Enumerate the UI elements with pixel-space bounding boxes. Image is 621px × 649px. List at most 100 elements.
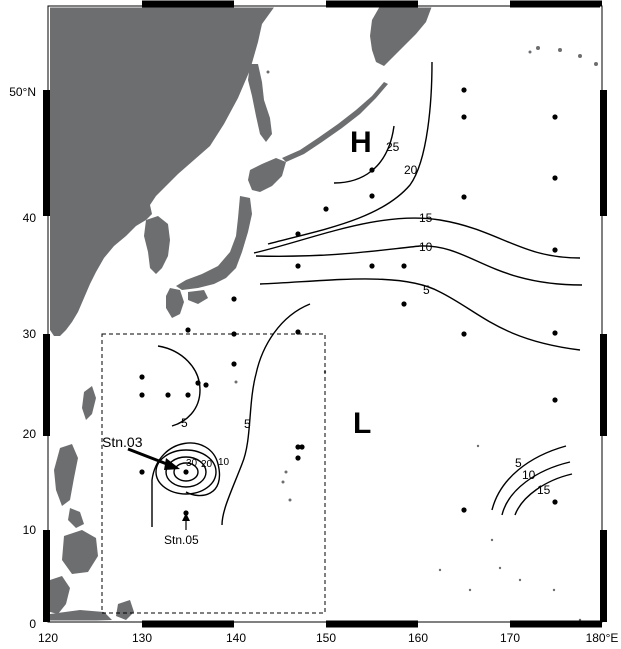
station-dot bbox=[139, 469, 145, 475]
map-frame bbox=[43, 0, 607, 628]
station-dot bbox=[203, 382, 209, 388]
eddy-label-20: 20 bbox=[201, 459, 213, 470]
contour-se-15 bbox=[514, 473, 573, 516]
contour-label-5-mid: 5 bbox=[244, 417, 251, 431]
station-dot bbox=[231, 331, 237, 337]
station-dot bbox=[139, 392, 145, 398]
station-label-stn03: Stn.03 bbox=[102, 434, 143, 450]
station-dot bbox=[461, 194, 467, 200]
land-kuril-islands bbox=[282, 82, 388, 162]
contour-10 bbox=[255, 245, 583, 286]
lon-label-160: 160 bbox=[408, 631, 428, 645]
station-dot bbox=[295, 231, 301, 237]
lon-label-140: 140 bbox=[226, 631, 246, 645]
contour-label-se-5: 5 bbox=[515, 456, 522, 470]
frame-segment-top bbox=[510, 0, 602, 8]
label-low-pressure: L bbox=[353, 407, 371, 440]
frame-segment-right bbox=[600, 436, 607, 530]
study-region-box bbox=[101, 333, 326, 614]
frame-segment-top bbox=[48, 0, 142, 8]
eddy-ring-1 bbox=[155, 449, 217, 495]
frame-segment-bottom bbox=[234, 620, 326, 628]
frame-segment-bottom bbox=[326, 620, 418, 628]
land-asia-mainland bbox=[50, 6, 275, 336]
station-dot bbox=[369, 193, 375, 199]
contour-lines bbox=[151, 61, 583, 527]
contour-label-se-10: 10 bbox=[522, 468, 536, 482]
station-dot bbox=[552, 397, 558, 403]
stn03-arrow bbox=[127, 447, 180, 470]
station-dot bbox=[552, 114, 558, 120]
station-dot bbox=[185, 327, 191, 333]
lon-label-150: 150 bbox=[316, 631, 336, 645]
eddy-ring-3 bbox=[173, 462, 199, 482]
lon-label-130: 130 bbox=[132, 631, 152, 645]
land-sakhalin bbox=[248, 64, 272, 142]
land-kamchatka bbox=[370, 6, 432, 66]
frame-segment-bottom bbox=[418, 620, 510, 628]
station-dot bbox=[231, 361, 237, 367]
land-korea bbox=[144, 216, 170, 274]
station-dot bbox=[299, 444, 305, 450]
frame-segment-left bbox=[43, 90, 50, 216]
contour-se-5 bbox=[491, 445, 567, 511]
contour-20 bbox=[267, 61, 433, 245]
station-dot bbox=[552, 247, 558, 253]
station-dot bbox=[461, 114, 467, 120]
station-dot bbox=[552, 330, 558, 336]
land-honshu bbox=[176, 196, 252, 290]
eddy-ring-2 bbox=[165, 456, 207, 488]
land-masses bbox=[50, 6, 604, 622]
frame-segment-right bbox=[600, 530, 607, 622]
lat-label-10: 10 bbox=[23, 523, 37, 537]
station-dot bbox=[552, 499, 558, 505]
station-dot bbox=[552, 175, 558, 181]
contour-5-mid bbox=[221, 303, 311, 526]
station-dot bbox=[295, 444, 301, 450]
stn05-arrow bbox=[182, 513, 190, 530]
station-dot bbox=[139, 374, 145, 380]
frame-segment-top bbox=[418, 0, 510, 8]
contour-5-north bbox=[259, 278, 581, 351]
frame-segment-left bbox=[43, 530, 50, 622]
station-dot bbox=[295, 455, 301, 461]
contour-label-15: 15 bbox=[419, 211, 433, 225]
station-dot bbox=[461, 507, 467, 513]
frame-segment-bottom bbox=[48, 620, 142, 628]
contour-15 bbox=[253, 217, 581, 259]
contour-5-west bbox=[157, 345, 201, 427]
station-dot bbox=[185, 392, 191, 398]
station-dot bbox=[195, 380, 201, 386]
lat-label-40: 40 bbox=[23, 211, 37, 225]
contour-label-5-north: 5 bbox=[423, 283, 430, 297]
station-dot bbox=[369, 263, 375, 269]
frame-segment-left bbox=[43, 216, 50, 334]
land-taiwan bbox=[82, 386, 96, 420]
station-dot bbox=[461, 87, 467, 93]
lat-label-30: 30 bbox=[23, 327, 37, 341]
station-dot bbox=[401, 301, 407, 307]
frame-segment-left bbox=[43, 436, 50, 530]
land-southern-islands bbox=[50, 610, 112, 622]
lon-label-180e: 180°E bbox=[586, 631, 619, 645]
frame-segment-top bbox=[234, 0, 326, 8]
station-dot bbox=[401, 263, 407, 269]
station-dot bbox=[295, 329, 301, 335]
eddy-label-30: 30 bbox=[186, 458, 198, 469]
station-dot bbox=[165, 392, 171, 398]
frame-segment-right bbox=[600, 334, 607, 436]
contour-label-se-15: 15 bbox=[537, 483, 551, 497]
contour-label-5-west: 5 bbox=[181, 416, 188, 430]
lat-label-20: 20 bbox=[23, 427, 37, 441]
contour-label-20: 20 bbox=[404, 163, 418, 177]
eddy-label-10: 10 bbox=[218, 457, 230, 468]
contour-label-25: 25 bbox=[386, 140, 400, 154]
frame-segment-top bbox=[326, 0, 418, 8]
station-dot bbox=[323, 206, 329, 212]
land-new-guinea-tip bbox=[116, 600, 134, 620]
frame-segment-left bbox=[43, 6, 50, 90]
lat-label-50: 50°N bbox=[9, 85, 36, 99]
contour-label-10: 10 bbox=[419, 240, 433, 254]
station-dot bbox=[231, 296, 237, 302]
land-visayas bbox=[68, 508, 84, 528]
